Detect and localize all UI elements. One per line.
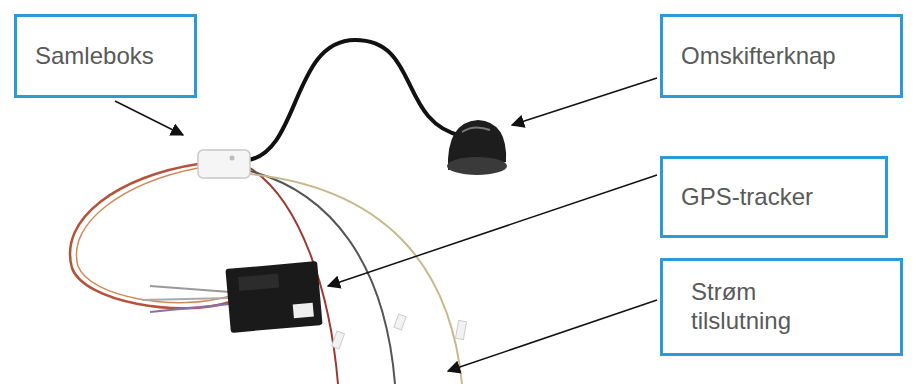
button-highlight [462,127,490,132]
part-callout: Omskifterknap [660,14,903,98]
button-cable [248,40,462,160]
part-callout: Strøm tilslutning [660,258,903,356]
orange-wire [76,168,230,303]
callout-label: Omskifterknap [681,42,836,71]
callout-label: Strøm tilslutning [691,278,851,336]
button-rim [447,157,507,175]
wire-tag [332,331,345,349]
leader-line [115,101,183,135]
leader-line [512,78,657,125]
tracker-label-plate [238,274,279,291]
junction-box [198,150,250,178]
red-wire [70,164,230,308]
part-callout: Samleboks [14,14,197,98]
part-callout: GPS-tracker [660,156,888,238]
callout-label: GPS-tracker [681,183,813,212]
grey-lead [142,298,230,300]
junction-led [230,156,235,161]
callout-label: Samleboks [35,42,154,71]
leader-line [448,300,657,371]
leader-line [328,175,657,286]
grey-lead [150,286,230,292]
wire-tag [455,320,466,339]
wire-tag [394,314,406,330]
tracker-sticker [293,303,314,319]
gps-tracker [225,261,322,333]
purple-lead [150,304,230,312]
